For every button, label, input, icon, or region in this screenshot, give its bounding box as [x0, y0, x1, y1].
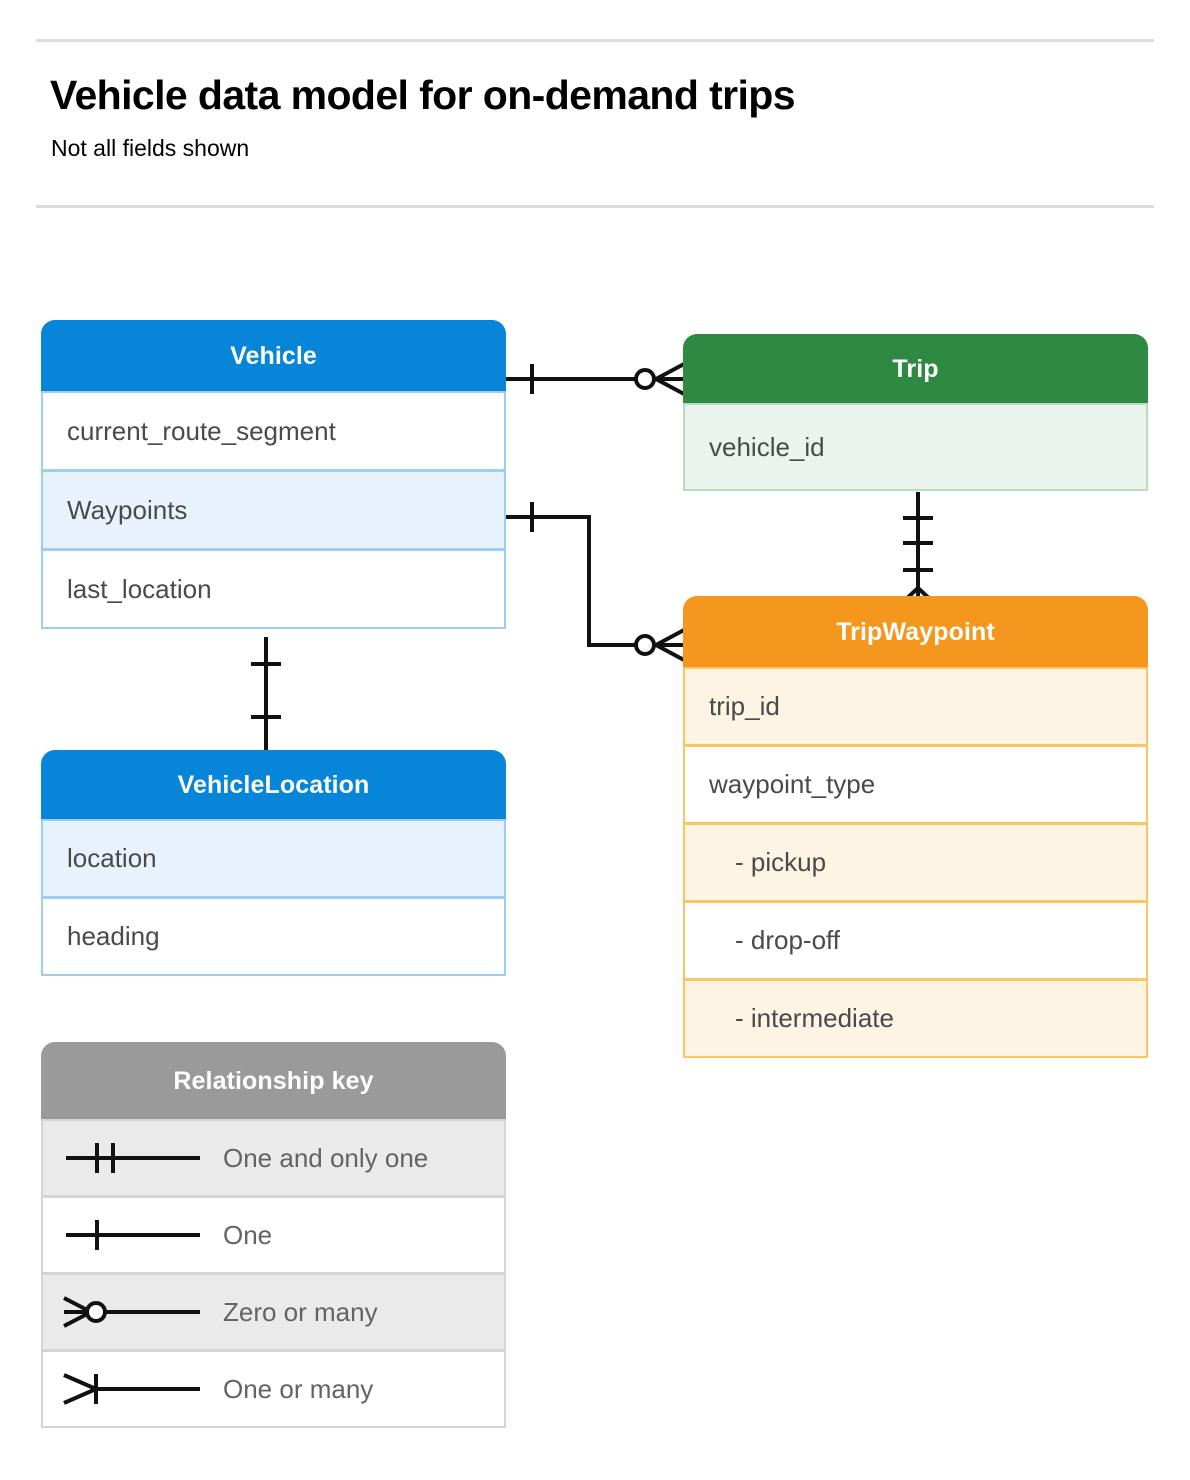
entity-tripwaypoint-value-intermediate[interactable]: - intermediate	[683, 979, 1148, 1058]
entity-vehiclelocation-title: VehicleLocation	[41, 750, 506, 820]
entity-vehiclelocation-field-heading[interactable]: heading	[41, 897, 506, 976]
entity-tripwaypoint-value-drop-off[interactable]: - drop-off	[683, 901, 1148, 980]
legend-label-one-and-only-one: One and only one	[223, 1142, 429, 1173]
entity-vehicle-field-current-route-segment[interactable]: current_route_segment	[41, 391, 506, 471]
entity-vehicle-field-waypoints[interactable]: Waypoints	[41, 470, 506, 550]
entity-vehicle-title: Vehicle	[41, 320, 506, 392]
header-divider-bottom	[36, 205, 1154, 208]
legend-label-zero-or-many: Zero or many	[223, 1296, 378, 1327]
connector-vehicle-trip	[506, 362, 685, 396]
header-divider-top	[36, 39, 1154, 42]
entity-tripwaypoint-value-pickup[interactable]: - pickup	[683, 823, 1148, 902]
entity-vehicle[interactable]: Vehicle current_route_segment Waypoints …	[41, 320, 506, 629]
entity-trip-title: Trip	[683, 334, 1148, 404]
entity-trip[interactable]: Trip vehicle_id	[683, 334, 1148, 491]
legend-row-one: One	[41, 1196, 506, 1274]
relationship-key-legend: Relationship key One and only one One	[41, 1042, 506, 1428]
entity-tripwaypoint-field-trip-id[interactable]: trip_id	[683, 667, 1148, 746]
one-or-many-icon	[43, 1367, 223, 1411]
connector-waypoints-tripwaypoint	[506, 502, 685, 662]
page-subtitle: Not all fields shown	[51, 135, 250, 161]
entity-tripwaypoint-field-waypoint-type[interactable]: waypoint_type	[683, 745, 1148, 824]
legend-row-zero-or-many: Zero or many	[41, 1273, 506, 1351]
connector-vehicle-vehiclelocation	[251, 637, 281, 754]
relationship-key-title: Relationship key	[41, 1042, 506, 1120]
entity-trip-field-vehicle-id[interactable]: vehicle_id	[683, 403, 1148, 491]
page-title: Vehicle data model for on-demand trips	[50, 72, 796, 118]
legend-row-one-or-many: One or many	[41, 1350, 506, 1428]
entity-vehicle-field-last-location[interactable]: last_location	[41, 549, 506, 629]
connector-trip-tripwaypoint	[901, 492, 935, 604]
legend-label-one-or-many: One or many	[223, 1373, 374, 1404]
legend-row-one-and-only-one: One and only one	[41, 1119, 506, 1197]
legend-label-one: One	[223, 1219, 273, 1250]
entity-tripwaypoint[interactable]: TripWaypoint trip_id waypoint_type - pic…	[683, 596, 1148, 1058]
entity-tripwaypoint-title: TripWaypoint	[683, 596, 1148, 668]
zero-or-many-icon	[43, 1290, 223, 1334]
entity-vehiclelocation-field-location[interactable]: location	[41, 819, 506, 898]
one-icon	[43, 1215, 223, 1255]
one-and-only-one-icon	[43, 1138, 223, 1178]
entity-vehiclelocation[interactable]: VehicleLocation location heading	[41, 750, 506, 976]
